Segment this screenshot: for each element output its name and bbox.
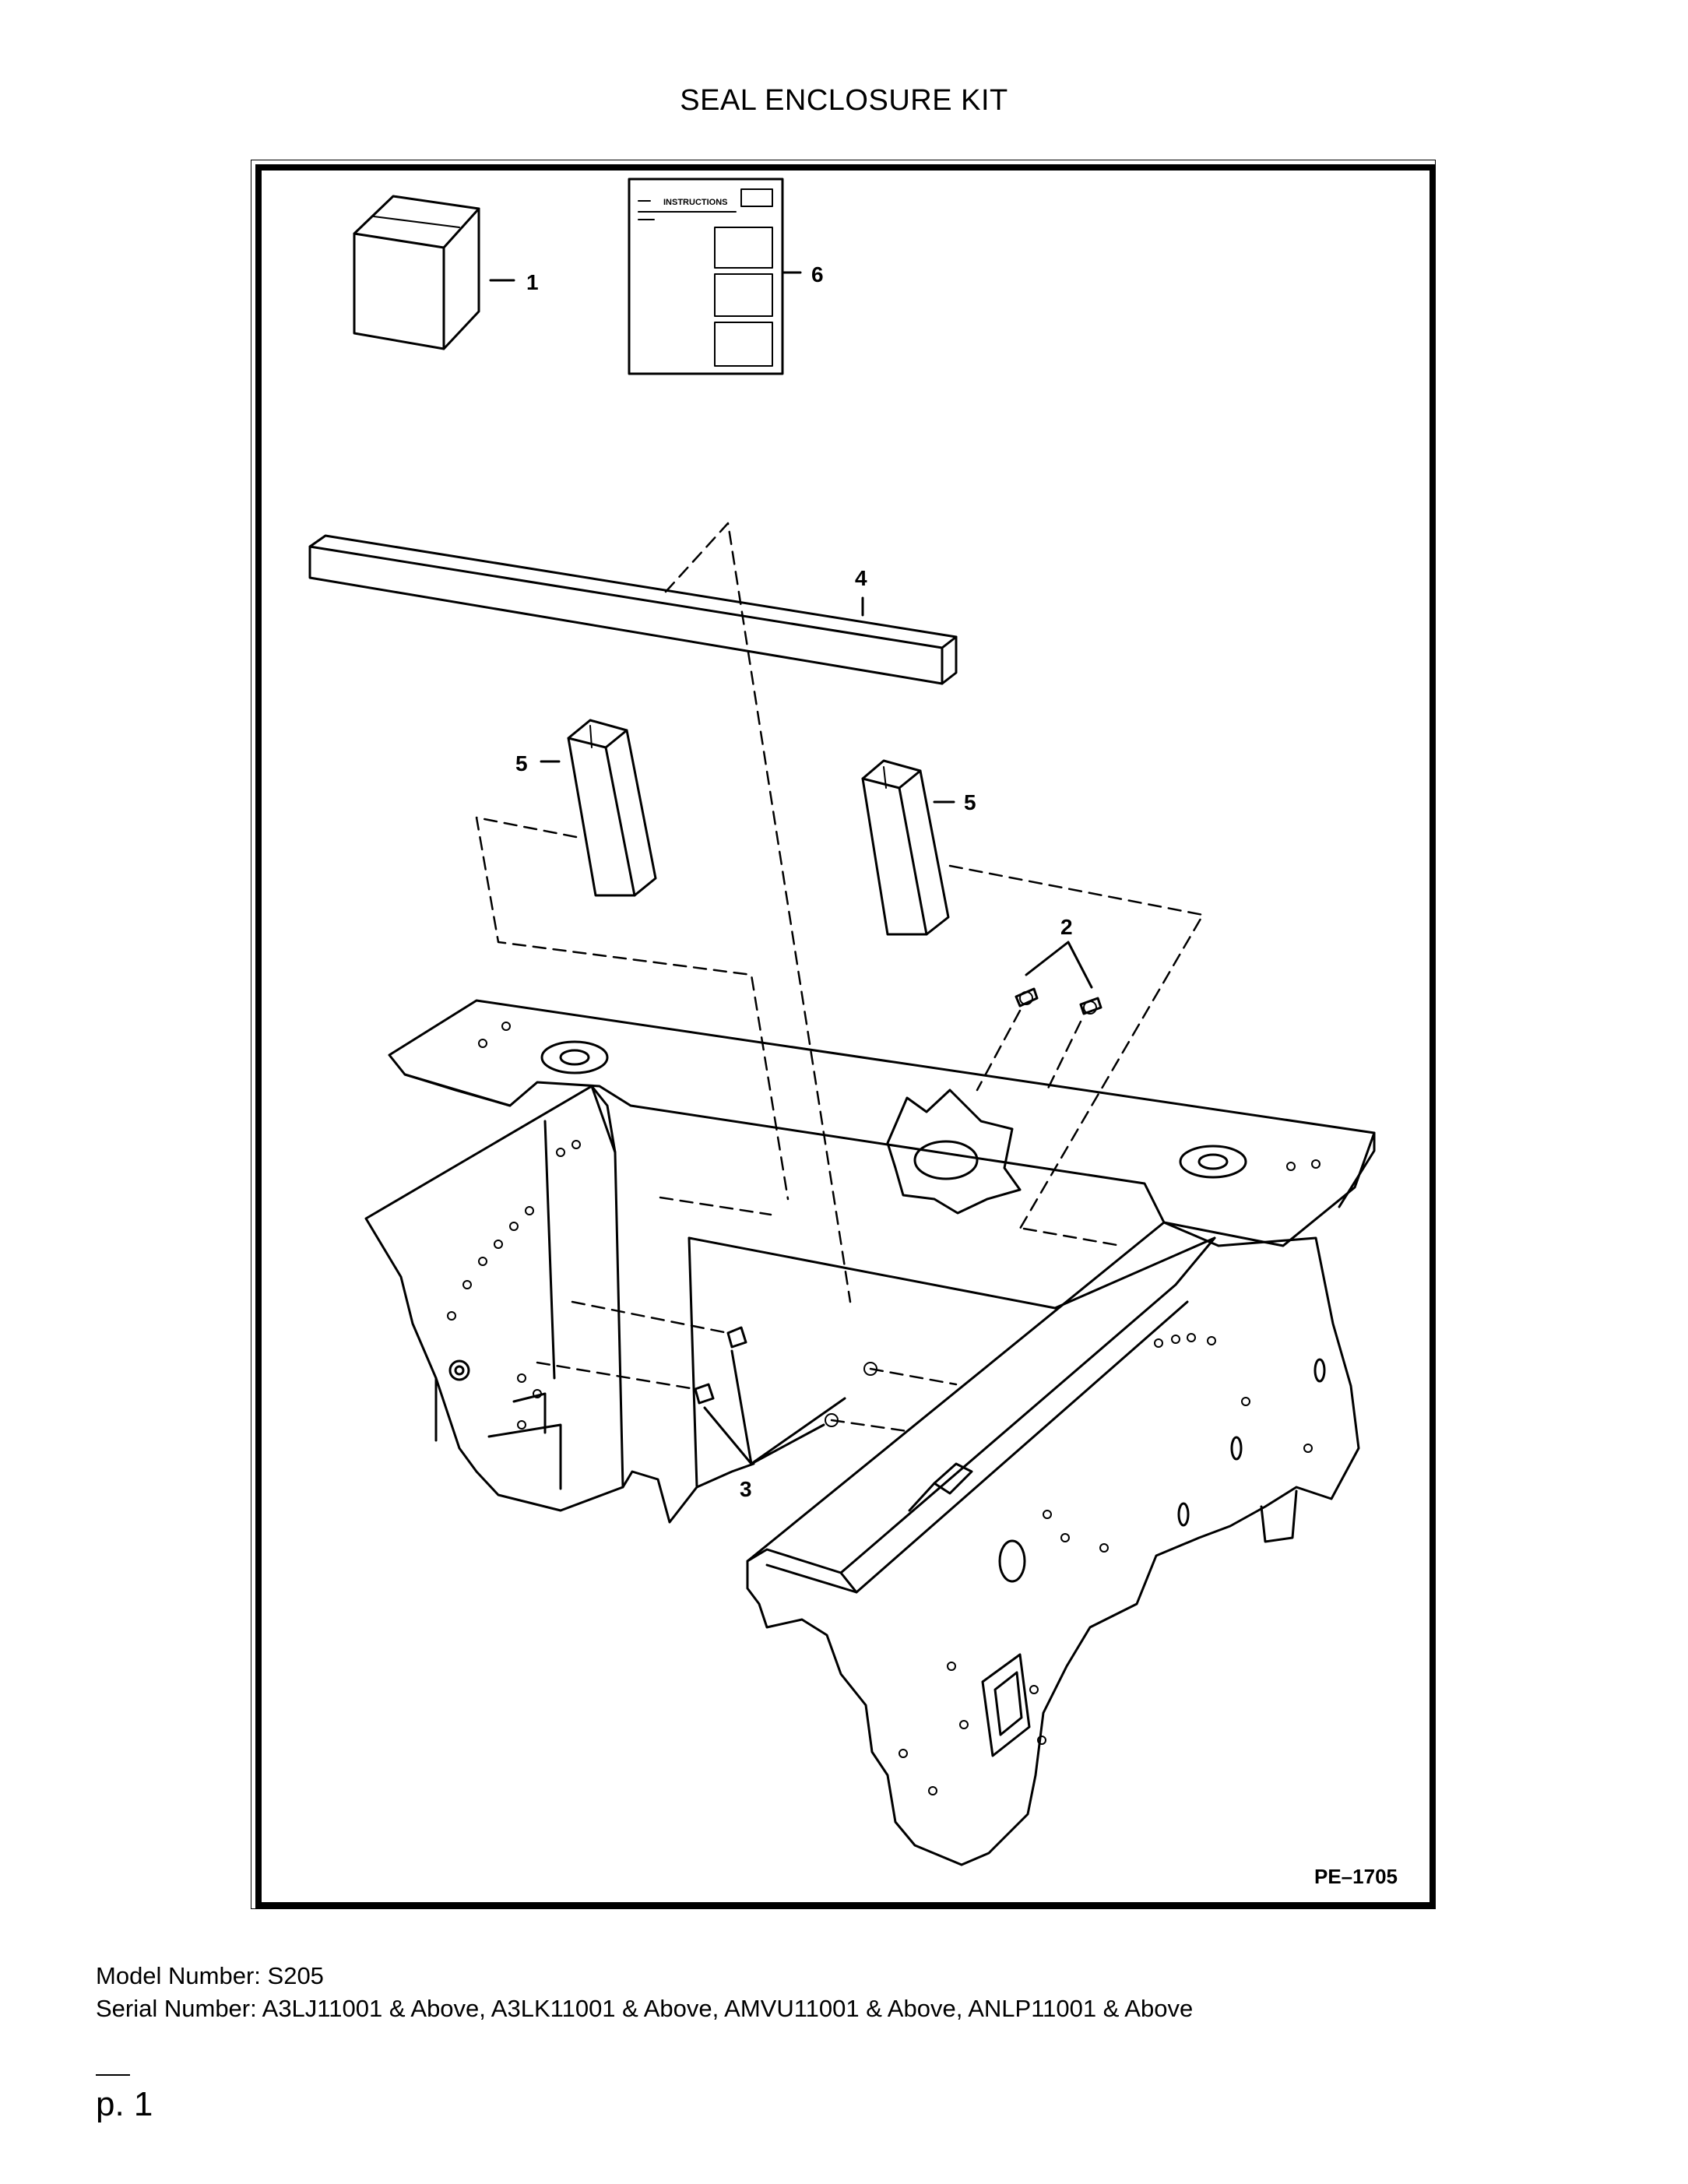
callout-5-left: 5 <box>515 751 528 775</box>
page-title: SEAL ENCLOSURE KIT <box>680 84 1008 117</box>
part-5-left-seal <box>567 719 657 897</box>
part-4-top-seal-strip <box>308 534 958 685</box>
machine-frame <box>364 999 1376 1866</box>
serial-number-line: Serial Number: A3LJ11001 & Above, A3LK11… <box>96 1995 1194 2022</box>
part-5-right-seal <box>861 759 950 936</box>
instructions-sheet-label: INSTRUCTIONS <box>663 198 728 207</box>
alignment-dashed-lines <box>475 522 1204 1433</box>
part-3-bolts <box>694 1326 877 1427</box>
callout-6: 6 <box>811 262 824 287</box>
figure-id: PE–1705 <box>1314 1865 1398 1888</box>
callout-2: 2 <box>1060 915 1073 939</box>
callout-5-right: 5 <box>964 790 976 814</box>
figure-border <box>255 164 1436 1908</box>
part-2-screws <box>1015 987 1102 1015</box>
leader-line-3 <box>703 1349 846 1465</box>
callout-4: 4 <box>855 566 867 590</box>
model-number-line: Model Number: S205 <box>96 1962 324 1989</box>
callout-3: 3 <box>740 1477 752 1501</box>
page-number: p. 1 <box>96 2085 153 2123</box>
callout-1: 1 <box>526 270 539 294</box>
leader-line-2 <box>1025 941 1093 989</box>
page-number-rule <box>96 2074 130 2076</box>
part-1-seal-box <box>353 195 480 350</box>
part-6-instruction-sheet <box>628 178 784 375</box>
